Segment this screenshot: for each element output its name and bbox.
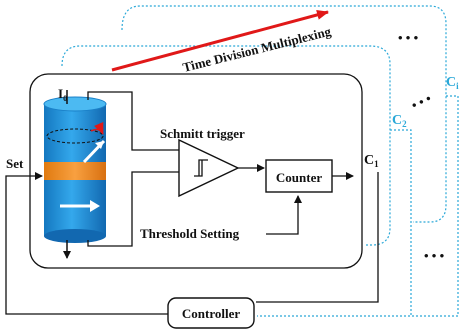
rotation-orbit <box>46 128 104 144</box>
controller-box <box>167 297 255 329</box>
label-controller: Controller <box>182 306 240 321</box>
schmitt-trigger <box>178 138 240 198</box>
counter-box <box>265 159 333 193</box>
rotation-arrow <box>90 121 104 135</box>
wire-c1-to-controller <box>256 172 379 303</box>
channel-ci-box <box>121 5 447 223</box>
ellipsis-bottom: • • • <box>424 248 445 263</box>
mtj-device <box>43 96 107 243</box>
wire-threshold <box>266 195 302 235</box>
ellipsis-middle: • • • <box>409 90 434 112</box>
channel-c2-line <box>390 129 412 316</box>
label-current: I0 <box>58 86 67 103</box>
tdm-arrow <box>111 10 329 72</box>
label-counter: Counter <box>276 170 322 185</box>
hysteresis-icon <box>194 159 208 177</box>
channel-ci-line <box>257 95 459 317</box>
label-c2: C2 <box>392 113 407 129</box>
wire-bottom <box>87 171 179 247</box>
ellipsis-top: • • • <box>398 30 419 45</box>
label-threshold: Threshold Setting <box>140 226 240 241</box>
label-c1: C1 <box>364 153 379 169</box>
label-schmitt: Schmitt trigger <box>160 126 245 141</box>
wire-set <box>5 172 168 315</box>
label-set: Set <box>6 156 24 171</box>
wire-top <box>87 91 179 151</box>
channel-c2-box <box>61 45 391 246</box>
label-ci: Ci <box>446 75 459 91</box>
